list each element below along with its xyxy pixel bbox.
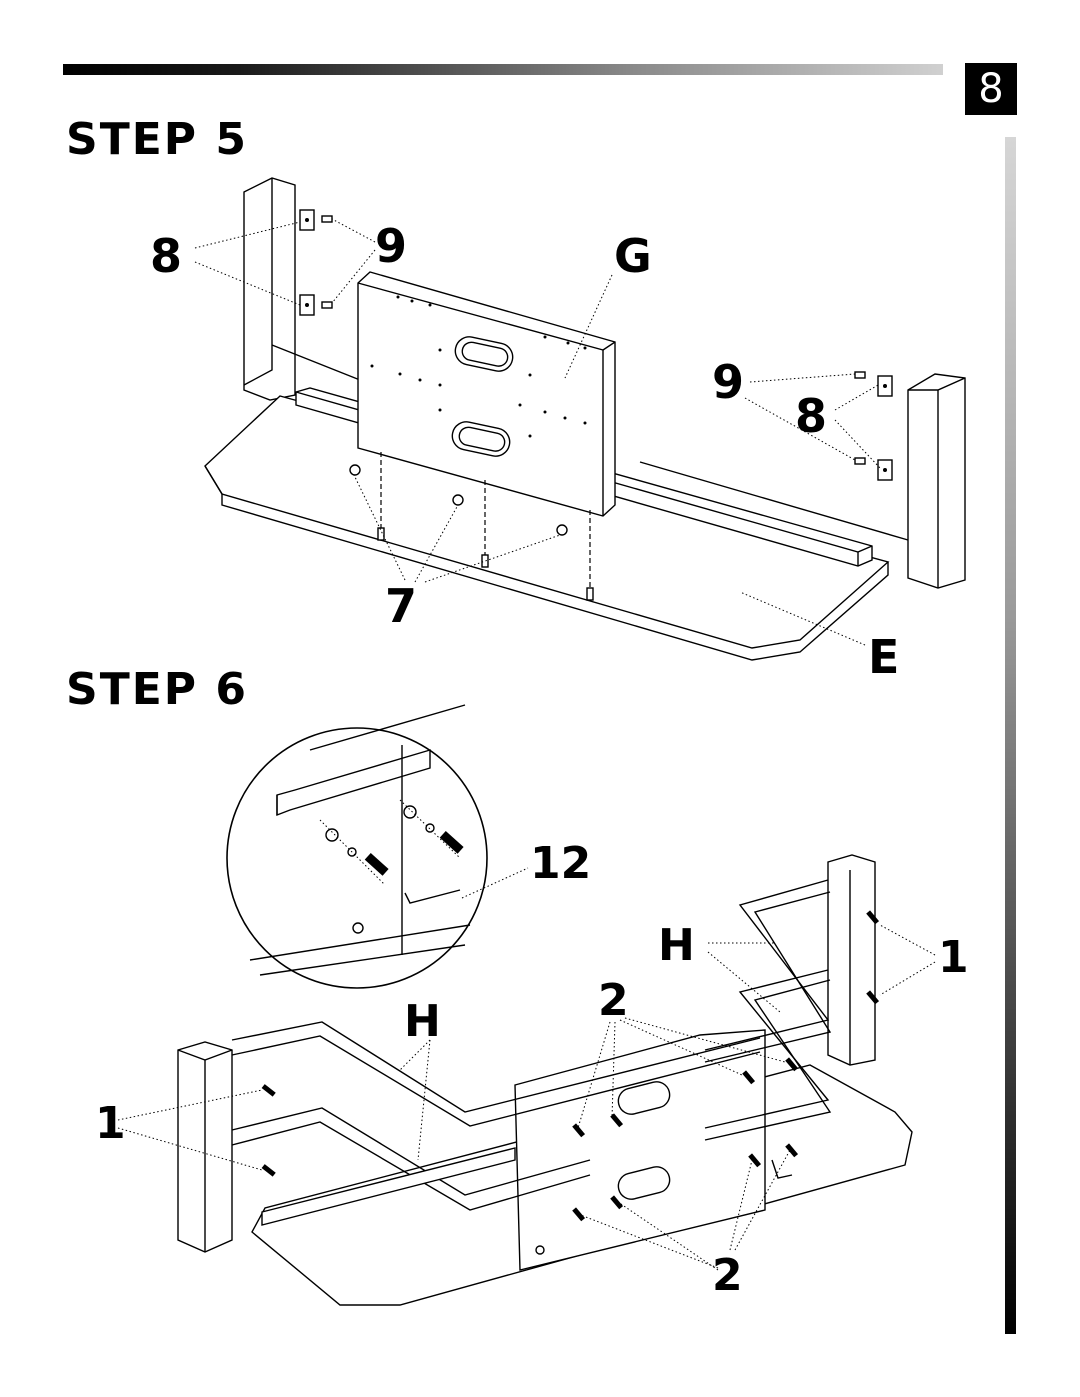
step5-leaders bbox=[194, 218, 881, 646]
frame-h-left bbox=[231, 1021, 761, 1226]
label-bolt-1-left: 1 bbox=[95, 1098, 126, 1149]
step6-title: STEP 6 bbox=[66, 664, 248, 715]
label-bolt-2-bottom: 2 bbox=[712, 1250, 743, 1301]
right-side-panel-bottom bbox=[827, 854, 876, 1066]
left-side-panel-bottom bbox=[177, 1041, 233, 1253]
allen-key-icon bbox=[771, 1159, 793, 1179]
label-bolt-2-top: 2 bbox=[598, 975, 629, 1026]
side-rule bbox=[1005, 137, 1016, 1334]
label-frame-h-right: H bbox=[658, 920, 695, 971]
dowel-icon bbox=[349, 452, 594, 601]
label-bolt-1-right: 1 bbox=[938, 932, 969, 983]
label-panel-g: G bbox=[614, 229, 652, 283]
label-screw-9-right: 9 bbox=[712, 355, 744, 409]
right-side-panel bbox=[639, 373, 966, 589]
step5-title: STEP 5 bbox=[66, 114, 248, 165]
detail-magnifier bbox=[226, 704, 488, 989]
back-panel-g bbox=[357, 271, 616, 517]
label-frame-h-left: H bbox=[404, 996, 441, 1047]
page-number: 8 bbox=[965, 63, 1017, 115]
label-shelf-e: E bbox=[868, 630, 899, 684]
label-screw-9: 9 bbox=[375, 219, 407, 273]
header-rule bbox=[63, 64, 943, 75]
bracket-icon bbox=[299, 209, 333, 316]
bracket-right-icon bbox=[854, 371, 893, 481]
label-dowel-7: 7 bbox=[385, 579, 417, 633]
label-allen-key-12: 12 bbox=[530, 838, 591, 889]
back-panel-g-bottom bbox=[514, 1029, 766, 1271]
step6-leaders bbox=[117, 867, 936, 1271]
label-bracket-8: 8 bbox=[150, 229, 182, 283]
label-bracket-8-right: 8 bbox=[795, 389, 827, 443]
bolt-icon bbox=[261, 910, 880, 1222]
left-side-panel bbox=[243, 177, 361, 401]
frame-h-right bbox=[704, 879, 832, 1141]
